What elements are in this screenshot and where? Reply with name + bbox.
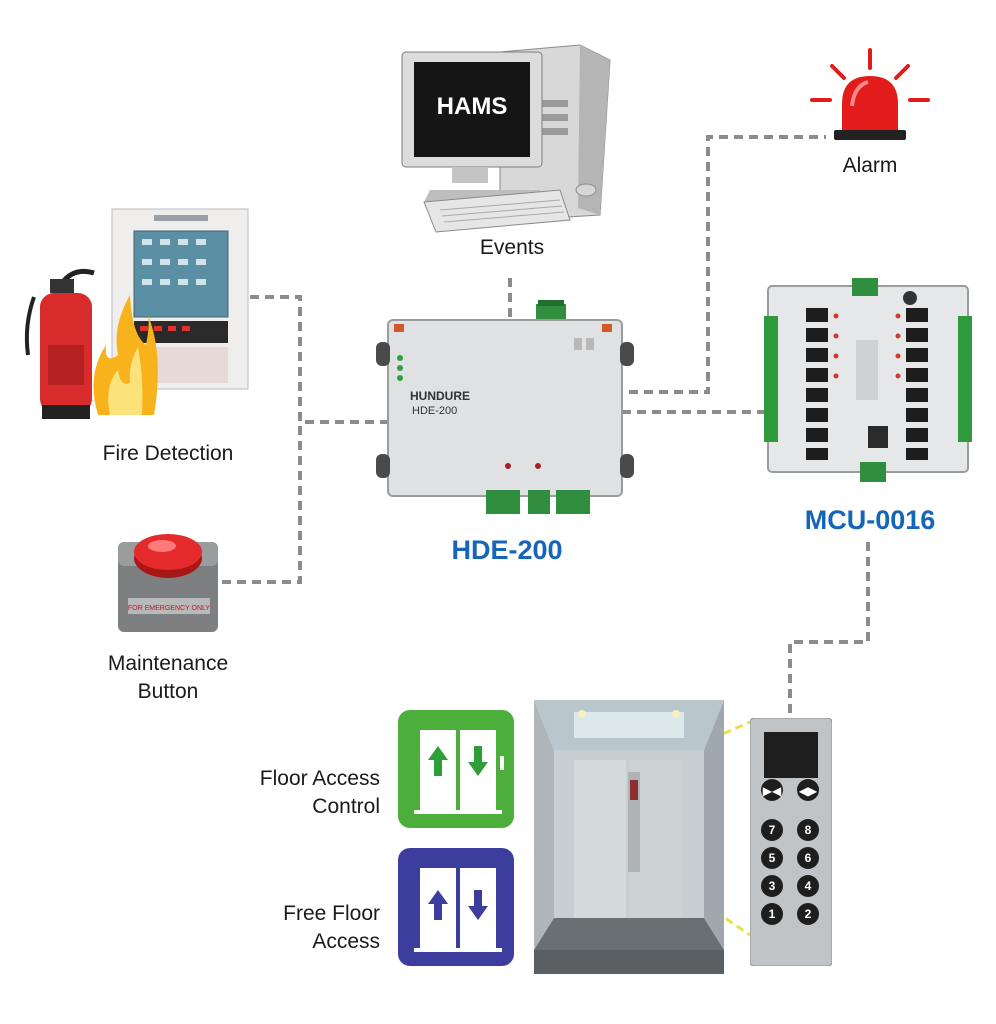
elevator-door-icon <box>398 848 514 966</box>
keypad-key: 6 <box>805 851 812 865</box>
fire-flames-icon <box>93 295 158 415</box>
floor-access-label-line2: Control <box>312 795 380 818</box>
emergency-label: FOR EMERGENCY ONLY <box>128 605 211 612</box>
events-label: Events <box>479 236 545 259</box>
keypad-key: 2 <box>805 907 812 921</box>
maintenance-button-label-line1: Maintenance <box>107 652 229 675</box>
elevator-door-icon <box>398 710 514 828</box>
maintenance-button-label-line2: Button <box>137 680 199 703</box>
controller-board-icon: HUNDURE HDE-200 <box>376 300 634 514</box>
free-floor-label-line1: Free Floor <box>283 902 380 925</box>
keypad-key: 8 <box>805 823 812 837</box>
emergency-button-icon: FOR EMERGENCY ONLY <box>118 534 218 632</box>
controller-model: HDE-200 <box>412 405 457 417</box>
wire-fire-detection <box>250 295 392 424</box>
elevator-keypad-icon: ▶◀ ◀▶ 7 8 5 6 3 4 1 2 <box>750 718 832 966</box>
keypad-key: 4 <box>805 879 812 893</box>
mcu-0016-label: MCU-0016 <box>804 505 936 535</box>
free-floor-label-line2: Access <box>312 930 380 953</box>
wire-maintenance <box>222 422 302 584</box>
fire-detection-group <box>24 208 249 419</box>
floor-access-label-line1: Floor Access <box>259 767 380 790</box>
keypad-key: 3 <box>769 879 776 893</box>
alarm-light-icon <box>810 48 930 140</box>
computer-icon: HAMS <box>401 44 611 233</box>
svg-text:◀▶: ◀▶ <box>799 784 818 798</box>
keypad-key: 7 <box>769 823 776 837</box>
hde-200-label: HDE-200 <box>451 535 563 565</box>
wire-alarm <box>614 135 826 394</box>
keypad-key: 1 <box>769 907 776 921</box>
keypad-key: 5 <box>769 851 776 865</box>
fire-extinguisher-icon <box>24 268 95 419</box>
relay-module-icon <box>764 278 972 482</box>
svg-text:▶◀: ▶◀ <box>763 784 782 798</box>
wire-keypad <box>788 542 870 718</box>
controller-brand: HUNDURE <box>410 389 470 403</box>
elevator-car-icon <box>534 700 724 974</box>
screen-text: HAMS <box>437 93 508 120</box>
alarm-label: Alarm <box>842 154 898 177</box>
fire-detection-label: Fire Detection <box>102 442 234 465</box>
